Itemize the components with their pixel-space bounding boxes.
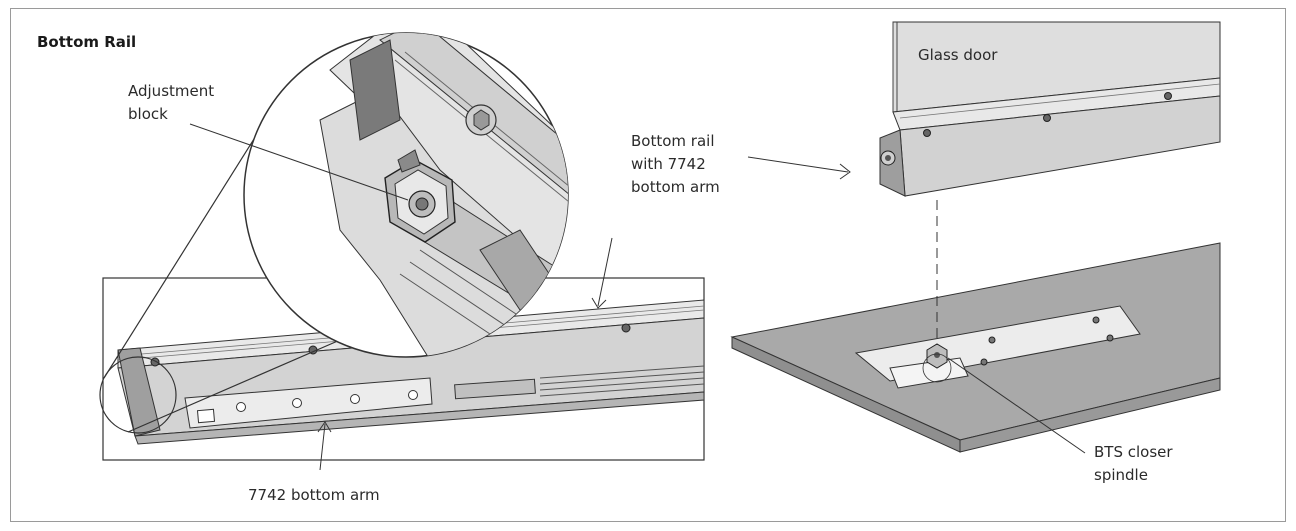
closer-cover-plate [854, 305, 1141, 389]
label-adjustment-block: Adjustment block [128, 82, 215, 123]
label-7742-bottom-arm: 7742 bottom arm [248, 486, 380, 504]
label-bts-closer-spindle: BTS closer spindle [1094, 443, 1173, 484]
leader-lines-right [747, 156, 1086, 454]
leader-lines-left [189, 123, 613, 471]
zoom-circle [243, 32, 569, 358]
diagram-title: Bottom Rail [37, 33, 137, 51]
label-bottom-rail-with-arm: Bottom rail with 7742 bottom arm [631, 132, 720, 196]
bottom-arm-7742 [184, 377, 536, 429]
label-glass-door: Glass door [918, 46, 998, 64]
door-bottom-rail [879, 77, 1221, 197]
